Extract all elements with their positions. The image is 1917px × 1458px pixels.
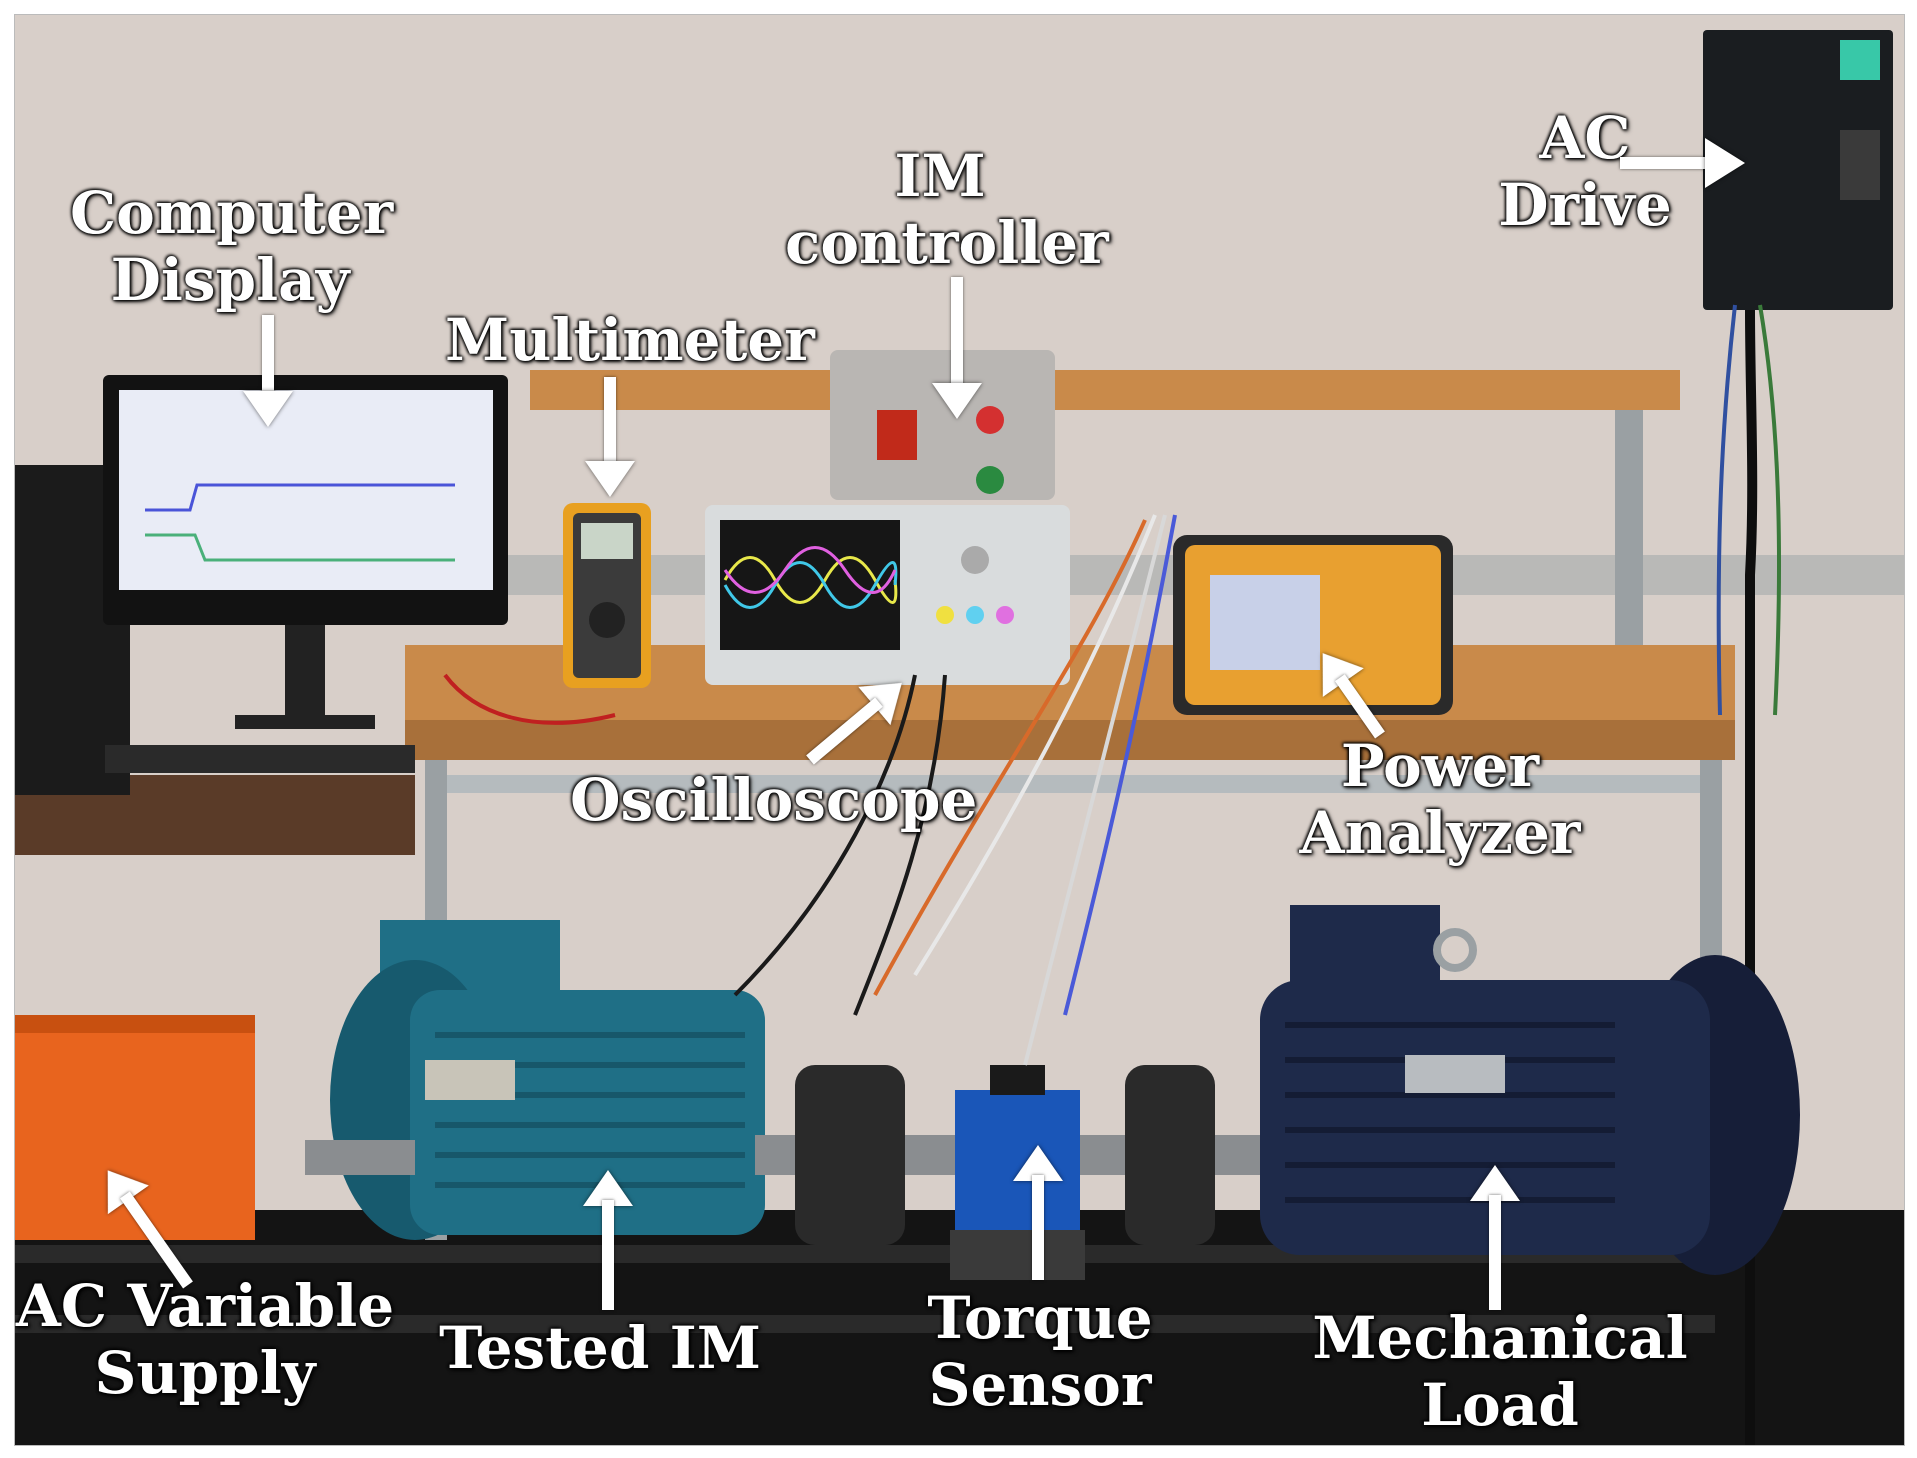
coupling-left bbox=[795, 1065, 905, 1245]
torque-sensor bbox=[955, 1090, 1080, 1230]
keyboard bbox=[105, 745, 415, 773]
label-oscilloscope: Oscilloscope bbox=[570, 766, 978, 834]
label-computer-display: Computer Display bbox=[70, 179, 394, 314]
ac-drive bbox=[1703, 30, 1893, 310]
label-power-analyzer: Power Analyzer bbox=[1299, 732, 1581, 867]
label-tested-im: Tested IM bbox=[439, 1314, 761, 1382]
label-mechanical-load: Mechanical Load bbox=[1312, 1304, 1688, 1439]
label-multimeter: Multimeter bbox=[445, 306, 815, 374]
label-ac-drive: AC Drive bbox=[1498, 104, 1672, 239]
label-ac-variable-supply: AC Variable Supply bbox=[15, 1272, 395, 1407]
photo-illustration bbox=[15, 15, 1904, 1445]
lab-setup-photo: Computer Display Multimeter IM controlle… bbox=[14, 14, 1905, 1446]
im-controller-box bbox=[830, 350, 1055, 500]
label-im-controller: IM controller bbox=[785, 142, 1109, 277]
coupling-right bbox=[1125, 1065, 1215, 1245]
upper-shelf bbox=[530, 370, 1680, 410]
tested-motor bbox=[410, 990, 765, 1235]
ac-variable-supply bbox=[15, 1015, 255, 1240]
label-torque-sensor: Torque Sensor bbox=[927, 1284, 1153, 1419]
mechanical-load-motor bbox=[1260, 980, 1710, 1255]
